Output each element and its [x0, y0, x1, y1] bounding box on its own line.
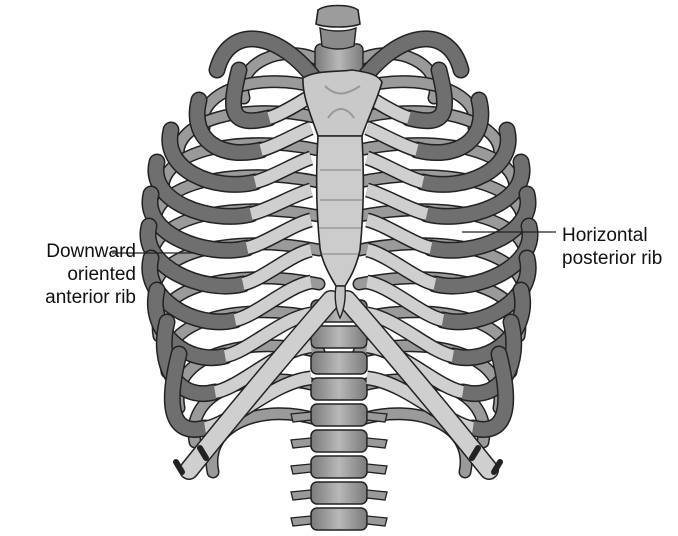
- label-right-line-2: posterior rib: [562, 247, 678, 270]
- transverse-process-6-left: [291, 438, 311, 448]
- transverse-process-5-left: [291, 412, 311, 422]
- label-left-line-3: anterior rib: [6, 286, 136, 309]
- vertebra-7: [311, 456, 367, 478]
- transverse-process-9-right: [367, 516, 387, 526]
- transverse-process-7-right: [367, 464, 387, 474]
- transverse-process-9-left: [291, 516, 311, 526]
- vertebra-5: [311, 404, 367, 426]
- label-left-line-2: oriented: [6, 263, 136, 286]
- label-downward-anterior-rib: Downward oriented anterior rib: [6, 240, 136, 309]
- vertebra-8: [311, 482, 367, 504]
- transverse-process-8-right: [367, 490, 387, 500]
- vertebra-3: [311, 352, 367, 374]
- transverse-process-5-right: [367, 412, 387, 422]
- top-vertebra: [316, 6, 360, 50]
- floating-rib-tip-1: [176, 462, 182, 472]
- vertebra-9: [311, 508, 367, 530]
- sternum-body: [317, 136, 364, 286]
- vertebra-4: [311, 378, 367, 400]
- label-right-line-1: Horizontal: [562, 224, 678, 247]
- transverse-process-6-right: [367, 438, 387, 448]
- label-horizontal-posterior-rib: Horizontal posterior rib: [562, 224, 678, 270]
- transverse-process-8-left: [291, 490, 311, 500]
- transverse-process-7-left: [291, 464, 311, 474]
- vertebra-2: [311, 326, 367, 348]
- label-left-line-1: Downward: [6, 240, 136, 263]
- vertebra-6: [311, 430, 367, 452]
